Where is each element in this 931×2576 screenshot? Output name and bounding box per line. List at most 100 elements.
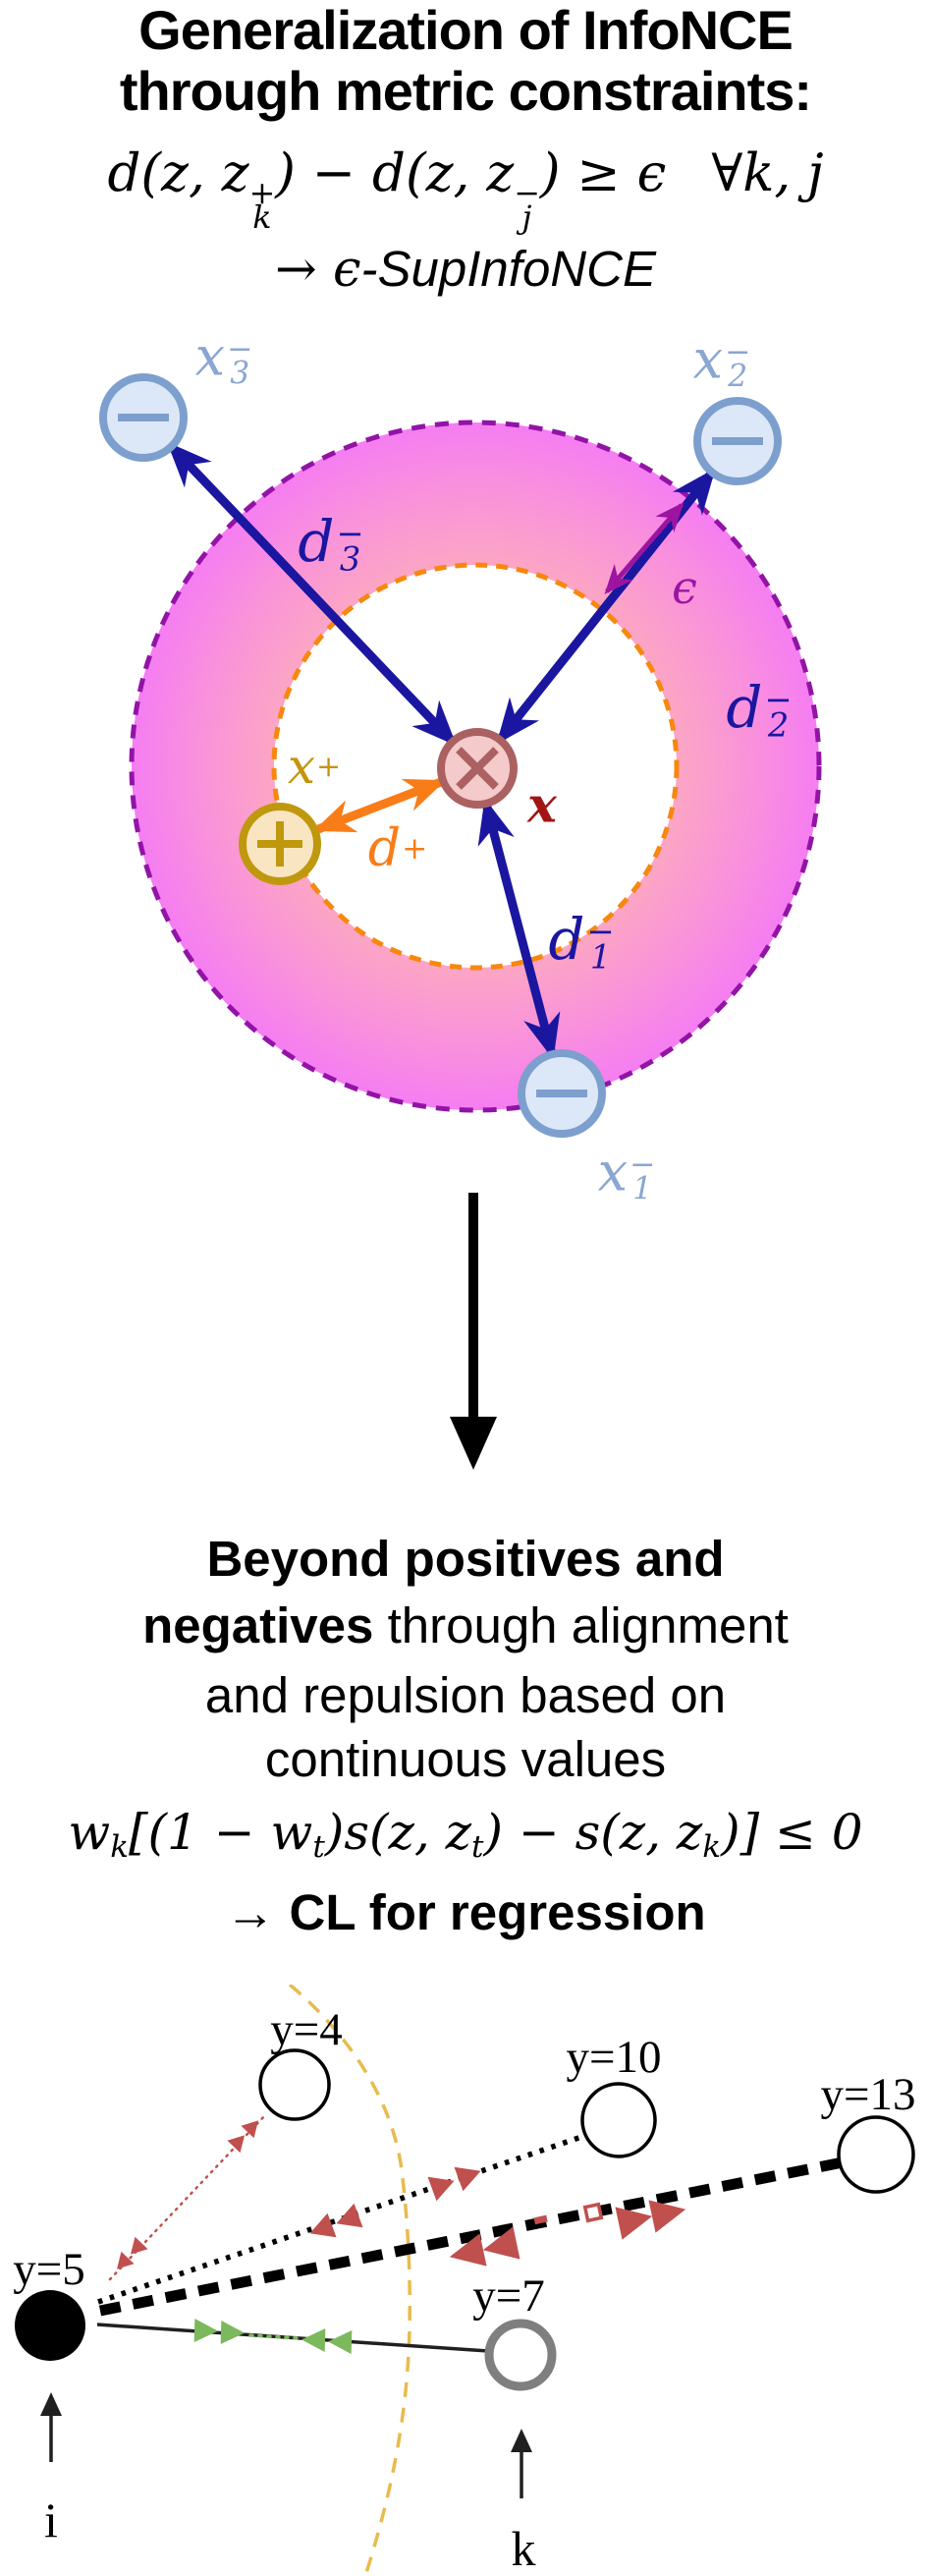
label-sup: − bbox=[630, 1147, 656, 1183]
label-text: i bbox=[44, 2492, 58, 2548]
formula-sub: j bbox=[521, 199, 532, 237]
line-i-to-y13 bbox=[98, 2156, 849, 2317]
epsilon-margin-arrow bbox=[604, 502, 685, 594]
label-sup: − bbox=[227, 331, 253, 367]
bottom-line-2-rest: through alignment bbox=[373, 1597, 789, 1653]
label-y4: y=4 bbox=[270, 2003, 343, 2056]
label-text: k bbox=[511, 2521, 536, 2576]
repulsion-arrow-icon bbox=[427, 2176, 455, 2202]
distance-arrow-d3 bbox=[167, 441, 457, 747]
label-anchor-x: x bbox=[527, 776, 557, 834]
label-base: x bbox=[527, 775, 557, 834]
label-x-plus: x+ bbox=[288, 738, 341, 795]
sample-circle-y5-i bbox=[15, 2290, 85, 2361]
negative-sample-x2 bbox=[693, 397, 782, 485]
formula-regression: wk[(1 − wt)s(z, zt) − s(z, zk)] ≤ 0 bbox=[0, 1796, 931, 1883]
formula-sub: t bbox=[470, 1828, 484, 1865]
formula-part: w bbox=[68, 1804, 111, 1861]
label-d3-distance: d −3 bbox=[298, 508, 364, 579]
formula-sub: k bbox=[252, 199, 272, 237]
result-cl-regression: → CL for regression bbox=[0, 1882, 931, 1943]
label-y7: y=7 bbox=[472, 2269, 545, 2323]
line-i-to-k bbox=[96, 2323, 489, 2353]
k-pointer-head bbox=[511, 2429, 532, 2452]
label-text: y=10 bbox=[566, 2032, 662, 2083]
label-sup: − bbox=[336, 514, 364, 553]
formula-supinfonce: d(z, z+k) − d(z, z−j) ≥ ϵ∀k, j bbox=[0, 138, 931, 237]
label-x2-negative: x −2 bbox=[692, 328, 751, 392]
distance-arrow-d1 bbox=[477, 798, 561, 1060]
formula-part: ) ≥ ϵ bbox=[539, 143, 667, 203]
label-d2-distance: d −2 bbox=[726, 674, 793, 745]
label-base: d bbox=[367, 819, 402, 878]
formula-part: )s(z, z bbox=[324, 1804, 471, 1861]
label-base: d bbox=[548, 906, 585, 973]
bottom-line-1: Beyond positives and bbox=[206, 1531, 725, 1587]
right-arrow-glyph: → bbox=[225, 1884, 290, 1940]
label-sup: + bbox=[316, 749, 342, 784]
label-d-plus: d+ bbox=[368, 819, 427, 878]
label-text: y=7 bbox=[472, 2270, 545, 2322]
sample-circle-y7-k bbox=[484, 2319, 557, 2391]
negative-sample-x1 bbox=[518, 1049, 606, 1138]
title-line-2: through metric constraints: bbox=[119, 60, 812, 122]
regression-diagram: y=4 y=10 y=13 y=5 y=7 i k bbox=[0, 1985, 931, 2576]
repulsion-arrow-icon bbox=[454, 2166, 481, 2192]
attraction-dotted-segment bbox=[248, 2333, 300, 2340]
label-y13: y=13 bbox=[820, 2068, 915, 2121]
label-d1-distance: d −1 bbox=[548, 906, 614, 977]
sample-circle-y10 bbox=[580, 2082, 657, 2158]
metric-constraints-diagram: x −3 x −2 x −1 d −3 d −2 d −1 x x+ bbox=[0, 324, 931, 1336]
formula-part: )] ≤ 0 bbox=[721, 1804, 863, 1861]
label-sup: + bbox=[402, 831, 428, 867]
repulsion-arrow-icon bbox=[648, 2200, 686, 2233]
label-base: ϵ bbox=[672, 561, 697, 614]
red-dash bbox=[533, 2214, 548, 2225]
label-base: d bbox=[298, 508, 335, 575]
label-sub: 1 bbox=[589, 937, 612, 977]
x-cross-icon bbox=[456, 747, 499, 790]
label-base: x bbox=[287, 738, 316, 795]
label-sup: − bbox=[725, 334, 751, 370]
label-k: k bbox=[512, 2520, 536, 2576]
right-arrow-glyph: → bbox=[274, 241, 333, 299]
formula-sub: t bbox=[312, 1828, 325, 1865]
label-sup: − bbox=[764, 680, 793, 719]
label-text: y=5 bbox=[13, 2244, 85, 2295]
formula-supsub-k: +k bbox=[248, 175, 276, 237]
formula-sup: + bbox=[248, 175, 276, 212]
label-epsilon: ϵ bbox=[672, 561, 697, 614]
repulsion-arrow-icon bbox=[130, 2236, 148, 2255]
attraction-arrow-icon bbox=[193, 2319, 218, 2342]
formula-sup: − bbox=[514, 175, 540, 212]
positive-sample-x-plus bbox=[239, 803, 321, 885]
positive-distance-arrow bbox=[313, 777, 446, 834]
attraction-arrow-icon bbox=[328, 2330, 353, 2354]
attraction-arrow-icon bbox=[220, 2321, 245, 2344]
label-base: x bbox=[692, 328, 724, 391]
label-sub: 2 bbox=[767, 705, 790, 745]
negative-sample-x3 bbox=[99, 373, 188, 462]
repulsion-arrow-icon bbox=[449, 2233, 487, 2267]
distance-arc bbox=[288, 1985, 411, 2576]
formula-supsub-j: −j bbox=[514, 175, 540, 237]
formula-part: ) − d(z, z bbox=[275, 143, 515, 203]
i-pointer-head bbox=[40, 2392, 62, 2416]
label-base: d bbox=[726, 674, 763, 741]
bottom-line-2-bold: negatives bbox=[142, 1597, 374, 1653]
result-name: CL for regression bbox=[289, 1884, 706, 1940]
label-sub: 3 bbox=[230, 356, 250, 392]
label-y5: y=5 bbox=[13, 2243, 85, 2296]
label-sub: 3 bbox=[339, 539, 361, 579]
label-x1-negative: x −1 bbox=[598, 1142, 656, 1204]
formula-part: ) − s(z, z bbox=[483, 1804, 703, 1861]
anchor-sample-x bbox=[437, 728, 518, 809]
result-supinfonce: → ϵ-SupInfoNCE bbox=[0, 242, 931, 298]
label-text: y=13 bbox=[820, 2069, 916, 2120]
label-sub: 1 bbox=[632, 1171, 653, 1207]
bottom-line-2: negatives through alignment bbox=[0, 1596, 931, 1656]
title-line-1: Generalization of InfoNCE bbox=[138, 0, 794, 61]
down-arrow-head bbox=[450, 1417, 497, 1470]
formula-quantifier: ∀k, j bbox=[711, 143, 824, 203]
result-name: -SupInfoNCE bbox=[360, 241, 656, 297]
